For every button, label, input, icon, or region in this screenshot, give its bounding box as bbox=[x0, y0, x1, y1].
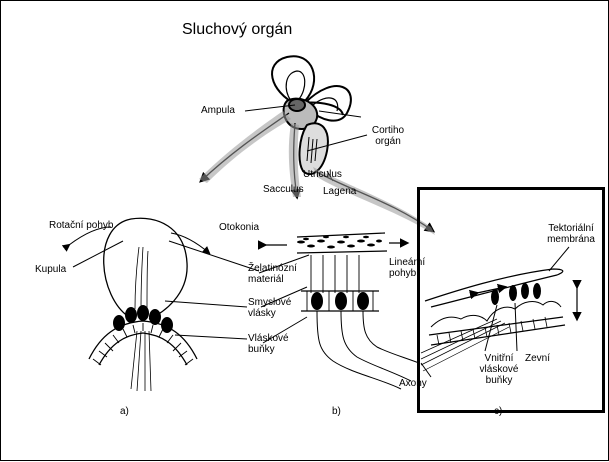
label-smyslove-vlasky: Smyslové vlásky bbox=[248, 297, 291, 319]
label-linearni-pohyb: Lineární pohyb bbox=[389, 257, 425, 279]
caption-c: c) bbox=[494, 406, 502, 417]
label-tektorialni-membrana: Tektoriální membrána bbox=[541, 223, 601, 245]
label-lagena: Lagena bbox=[323, 186, 356, 197]
label-otokonia: Otokonia bbox=[219, 222, 259, 233]
caption-b: b) bbox=[332, 406, 341, 417]
label-axony: Axony bbox=[399, 378, 427, 389]
label-vnitrni-vlaskove-bunky: Vnitřní vláskové buňky bbox=[471, 353, 527, 386]
label-cortiho-organ: Cortiho orgán bbox=[363, 125, 413, 147]
semicircular-canal-superior bbox=[272, 56, 314, 105]
panel-a-cupula bbox=[69, 218, 209, 391]
otoconia-crystals bbox=[297, 236, 382, 249]
label-zevni: Zevní bbox=[525, 353, 550, 364]
lagena bbox=[300, 123, 328, 174]
caption-a: a) bbox=[120, 406, 129, 417]
label-sacculus: Sacculus bbox=[263, 184, 304, 195]
label-zelatinozni-material: Želatinózní materiál bbox=[248, 263, 297, 285]
label-ampula: Ampula bbox=[201, 105, 235, 116]
label-utriculus: Utriculus bbox=[303, 169, 342, 180]
label-vlaskove-bunky: Vláskové buňky bbox=[248, 333, 289, 355]
label-rotacni-pohyb: Rotační pohyb bbox=[49, 220, 114, 231]
label-kupula: Kupula bbox=[35, 264, 66, 275]
